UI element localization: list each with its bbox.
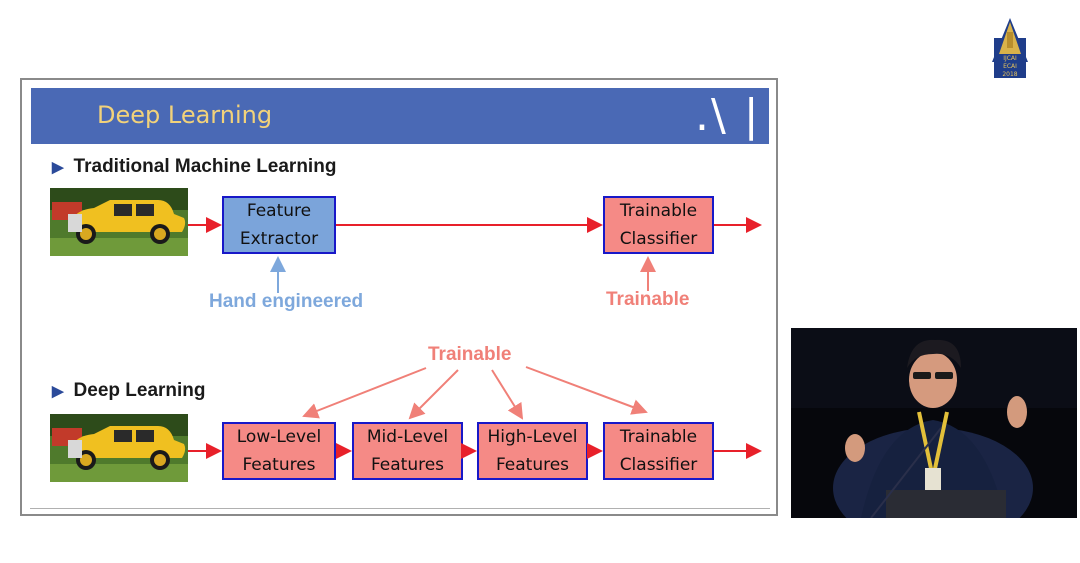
speaker-video <box>791 328 1077 518</box>
bullet-triangle-icon: ▶ <box>52 383 64 400</box>
traditional-classifier-box: Trainable Classifier <box>603 196 714 254</box>
traditional-trainable-label: Trainable <box>606 289 690 310</box>
hand-engineered-label: Hand engineered <box>209 291 364 312</box>
traditional-heading: ▶ Traditional Machine Learning <box>52 156 336 178</box>
bullet-triangle-icon: ▶ <box>52 159 64 176</box>
title-mark: .\ | <box>695 90 761 141</box>
feature-extractor-box: Feature Extractor <box>222 196 336 254</box>
diagram-arrows <box>188 217 762 459</box>
arrow-trainable-to-low <box>302 367 427 419</box>
slide: Deep Learning .\ | ▶ Traditional Machine … <box>20 78 778 516</box>
conference-logo: IJCAI ECAI 2018 <box>990 18 1030 80</box>
arrow-trainable-to-high <box>491 369 524 420</box>
slide-footer-line <box>30 508 770 509</box>
svg-text:ECAI: ECAI <box>1003 63 1017 70</box>
deep-heading: ▶ Deep Learning <box>52 380 206 402</box>
deep-heading-text: Deep Learning <box>73 380 206 401</box>
car-image <box>50 414 188 482</box>
arrow-trainable-to-classifier <box>525 366 648 415</box>
deep-classifier-box: Trainable Classifier <box>603 422 714 480</box>
title-bar: Deep Learning .\ | <box>31 88 769 144</box>
high-level-features-box: High-Level Features <box>477 422 588 480</box>
deep-trainable-label: Trainable <box>428 344 512 365</box>
svg-text:IJCAI: IJCAI <box>1003 55 1017 62</box>
mid-level-features-box: Mid-Level Features <box>352 422 463 480</box>
arrow-trainable-to-mid <box>408 369 459 420</box>
svg-text:2018: 2018 <box>1002 71 1017 78</box>
slide-title: Deep Learning <box>97 101 273 129</box>
low-level-features-box: Low-Level Features <box>222 422 336 480</box>
traditional-heading-text: Traditional Machine Learning <box>73 156 337 177</box>
car-image <box>50 188 188 256</box>
